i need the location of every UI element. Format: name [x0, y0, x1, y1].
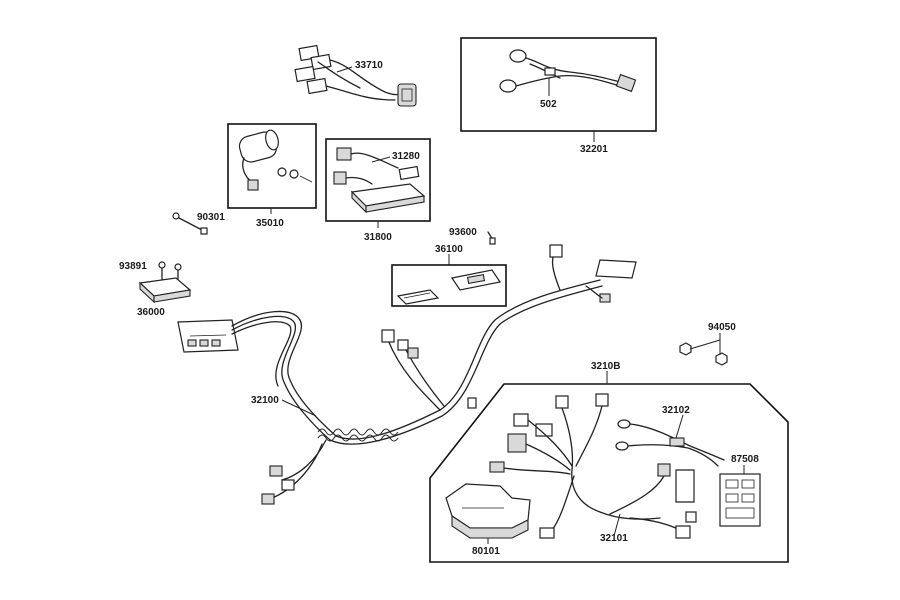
- part-36100-label-set: [396, 269, 501, 305]
- part-31280-label: 31280: [392, 151, 420, 162]
- part-31800-label: 31800: [364, 232, 392, 243]
- part-502-label: 502: [540, 99, 557, 110]
- part-33710-leader: [336, 66, 353, 73]
- part-94050-label: 94050: [708, 322, 736, 333]
- part-33710-label: 33710: [355, 60, 383, 71]
- part-93600-screw: [487, 231, 496, 245]
- part-33710-connector-harness: [294, 44, 417, 107]
- part-3210B-label: 3210B: [591, 361, 620, 372]
- part-32201-frame: [460, 37, 657, 132]
- part-35010-ignition-coil: [238, 129, 313, 191]
- part-502-harness: [499, 49, 637, 93]
- part-32101-harness: [489, 393, 697, 539]
- part-80101-label: 80101: [472, 546, 500, 557]
- part-35010-label: 35010: [256, 218, 284, 229]
- part-31280-connector-lead: [333, 147, 399, 185]
- part-3210B-frame: [429, 383, 789, 563]
- part-93891-label: 93891: [119, 261, 147, 272]
- part-32101-leader: [613, 513, 621, 537]
- part-32100-label: 32100: [251, 395, 279, 406]
- part-87508-label-sheet: [719, 473, 761, 527]
- part-32100-main-wiring-harness: [177, 244, 637, 505]
- part-32100-leader: [281, 399, 317, 417]
- part-87508-label: 87508: [731, 454, 759, 465]
- part-32101-label: 32101: [600, 533, 628, 544]
- part-90301-label: 90301: [197, 212, 225, 223]
- part-93600-label: 93600: [449, 227, 477, 238]
- part-32102-leader: [675, 414, 684, 439]
- part-90301-bolt: [172, 212, 208, 235]
- part-32201-label: 32201: [580, 144, 608, 155]
- part-36000-relay: [138, 277, 192, 304]
- part-32102-sub-harness: [615, 419, 725, 467]
- part-80101-cover: [445, 483, 531, 539]
- part-36100-label: 36100: [435, 244, 463, 255]
- part-35010-frame: [227, 123, 317, 209]
- part-36000-label: 36000: [137, 307, 165, 318]
- part-93891-bolts: [158, 261, 182, 285]
- part-31280-leader: [371, 156, 391, 163]
- part-31800-control-module: [350, 165, 426, 214]
- part-32102-label: 32102: [662, 405, 690, 416]
- part-94050-nuts: [679, 333, 728, 366]
